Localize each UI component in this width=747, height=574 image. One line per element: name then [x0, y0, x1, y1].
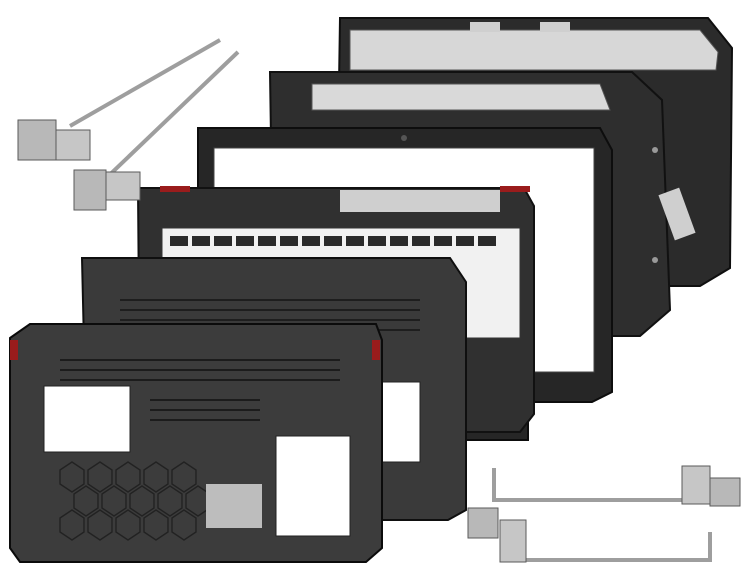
- hinge-pair-bottom-right: [467, 465, 741, 563]
- hinge-pair-top-left: [17, 38, 240, 211]
- bottom-base-case-front: [9, 323, 383, 563]
